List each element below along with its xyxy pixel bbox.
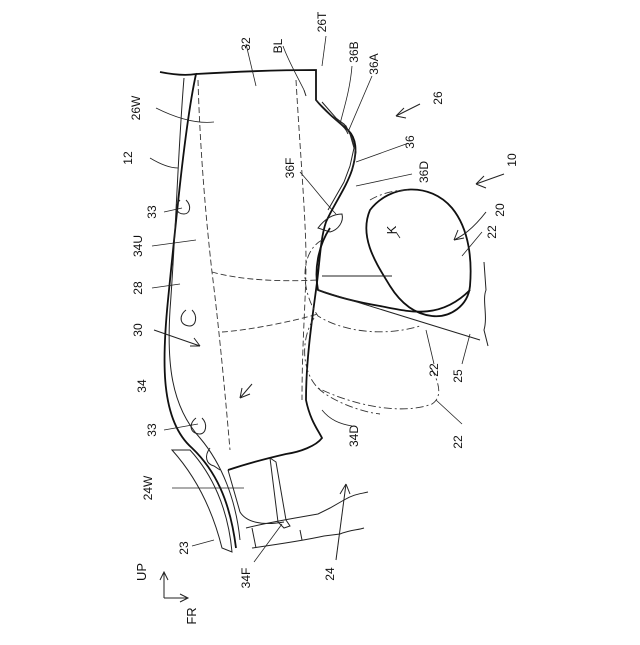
leader-36D [356, 174, 412, 186]
label-33-lower: 33 [145, 423, 159, 437]
leader-36 [356, 144, 406, 162]
label-26: 26 [431, 91, 445, 105]
leader-22b [426, 330, 434, 364]
arrow-30 [154, 330, 200, 346]
headliner-cut-1 [212, 272, 318, 281]
leader-36A [348, 76, 372, 132]
deployed-airbag-20 [317, 228, 471, 312]
airbag-chamber-22a [305, 240, 420, 332]
label-34D: 34D [347, 425, 361, 447]
compass-up-arrow [160, 572, 168, 598]
pillar-trim-right [484, 262, 488, 346]
label-26W: 26W [129, 95, 143, 120]
leader-25 [462, 334, 470, 364]
label-22-c: 22 [451, 435, 465, 449]
label-30: 30 [131, 323, 145, 337]
label-22-b: 22 [427, 363, 441, 377]
arrow-24 [336, 484, 346, 560]
roof-rail-bump-lower [191, 418, 206, 434]
windshield-glass [172, 450, 232, 552]
arrow-26 [396, 104, 420, 116]
label-BL: BL [271, 38, 285, 53]
label-36D: 36D [417, 161, 431, 183]
arrow-30-head [190, 338, 200, 346]
leader-22a [462, 232, 482, 256]
arrow-BL [304, 90, 306, 96]
headliner-outline [198, 80, 230, 450]
side-trim-outline [196, 70, 355, 470]
label-25: 25 [451, 369, 465, 383]
leader-23 [192, 540, 214, 546]
label-36: 36 [403, 135, 417, 149]
label-34F: 34F [239, 568, 253, 589]
a-pillar-trim-24 [246, 492, 368, 528]
label-36B: 36B [347, 41, 361, 62]
leader-34D [322, 410, 352, 426]
label-22-a: 22 [485, 225, 499, 239]
leader-33a [164, 208, 182, 212]
label-33-upper: 33 [145, 205, 159, 219]
leader-34F [254, 524, 282, 562]
label-34U: 34U [131, 235, 145, 257]
label-36F: 36F [283, 158, 297, 179]
arrow-10 [476, 174, 504, 184]
label-34: 34 [135, 379, 149, 393]
occupant-head-K [366, 189, 470, 316]
label-36A: 36A [367, 53, 381, 74]
roof-rail-bump-mid [181, 310, 196, 326]
label-28: 28 [131, 281, 145, 295]
bracket-34F [270, 458, 290, 528]
leader-36F [300, 172, 336, 214]
label-10: 10 [505, 153, 519, 167]
leader-12 [150, 158, 178, 168]
a-pillar-trim-24-lower [252, 528, 364, 548]
leader-26T [322, 36, 326, 66]
label-K: K [384, 225, 399, 234]
label-UP: UP [134, 563, 149, 581]
roof-rail-bump-upper [177, 200, 190, 214]
label-23: 23 [177, 541, 191, 555]
roof-inner-panel [169, 78, 240, 540]
leader-28 [152, 284, 180, 288]
label-26T: 26T [315, 11, 329, 32]
label-FR: FR [184, 607, 199, 624]
leader-BL [283, 46, 304, 90]
label-24W: 24W [141, 475, 155, 500]
label-32: 32 [239, 37, 253, 51]
leader-26W [156, 108, 214, 122]
label-24: 24 [323, 567, 337, 581]
leader-36B [340, 66, 352, 124]
compass-fr-arrow [164, 594, 188, 602]
label-12: 12 [121, 151, 135, 165]
roof-outer-panel [160, 72, 236, 548]
label-20: 20 [493, 203, 507, 217]
leader-22c [436, 400, 462, 424]
